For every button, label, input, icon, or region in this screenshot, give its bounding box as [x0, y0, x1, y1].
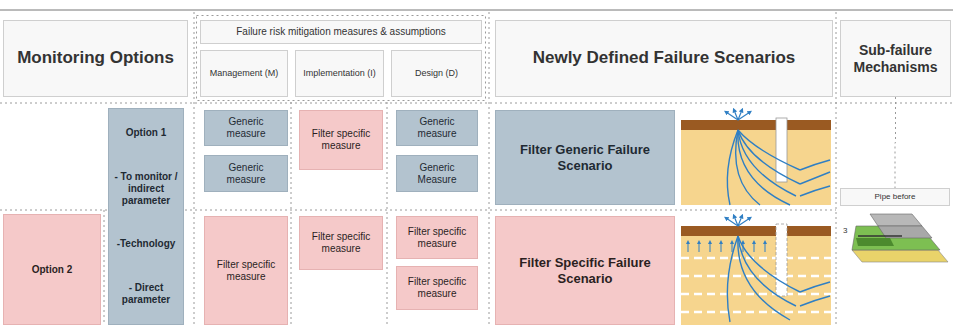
generic-box: Generic measure [204, 110, 288, 146]
box-text: Generic measure [401, 116, 473, 140]
separators [0, 10, 953, 325]
box-text: Option 1 [126, 127, 167, 139]
header-box: Design (D) [391, 50, 482, 97]
box-text: Filter specific measure [401, 276, 473, 300]
header-box: Pipe before [840, 188, 950, 206]
specific-box: Filter Specific Failure Scenario [495, 216, 675, 325]
box-text: Filter specific measure [304, 231, 378, 255]
box-text: Filter specific measure [304, 128, 378, 152]
box-text: - To monitor / indirect parameter [113, 171, 179, 207]
pipe-illustration [852, 214, 948, 262]
box-text: Implementation (I) [303, 68, 376, 79]
box-text: -Technology [117, 238, 176, 250]
specific-box: Filter specific measure [299, 110, 383, 170]
specific-box: Filter specific measure [396, 216, 478, 259]
box-text: Generic measure [209, 116, 283, 140]
generic-scenario-illustration [681, 110, 831, 205]
box-text: Filter specific measure [401, 226, 473, 250]
specific-box: Filter specific measure [299, 216, 383, 270]
header-box: Management (M) [200, 50, 288, 97]
box-text: Option 2 [32, 264, 73, 276]
header-box: Failure risk mitigation measures & assum… [200, 20, 482, 44]
specific-box: Option 2 [3, 214, 101, 325]
header-box: Newly Defined Failure Scenarios [495, 20, 833, 97]
box-text: Filter Specific Failure Scenario [500, 255, 670, 286]
header-box: Monitoring Options [3, 20, 188, 97]
generic-box: Option 1 - To monitor / indirect paramete… [108, 108, 184, 325]
box-text: Generic Measure [401, 162, 473, 186]
dotted-connector [895, 97, 897, 188]
generic-box: Generic Measure [396, 155, 478, 192]
generic-box: Filter Generic Failure Scenario [495, 110, 675, 205]
box-text: Sub-failure Mechanisms [845, 42, 946, 76]
box-text: Filter specific measure [209, 259, 283, 283]
box-text: Design (D) [415, 68, 458, 79]
box-text: Pipe before [875, 192, 916, 202]
box-text: Generic measure [209, 162, 283, 186]
specific-scenario-illustration [681, 216, 831, 325]
header-box: Sub-failure Mechanisms [840, 20, 951, 97]
specific-box: Filter specific measure [204, 216, 288, 325]
box-text: Monitoring Options [17, 48, 174, 68]
box-text: Filter Generic Failure Scenario [500, 142, 670, 173]
box-text: Failure risk mitigation measures & assum… [236, 26, 446, 38]
generic-box: Generic measure [204, 155, 288, 192]
box-text: Newly Defined Failure Scenarios [533, 48, 796, 68]
specific-box: Filter specific measure [396, 266, 478, 310]
callout-number: 3 [843, 226, 847, 235]
box-text: - Direct parameter [113, 282, 179, 306]
header-box: Implementation (I) [295, 50, 384, 97]
box-text: Management (M) [210, 68, 279, 79]
generic-box: Generic measure [396, 110, 478, 146]
